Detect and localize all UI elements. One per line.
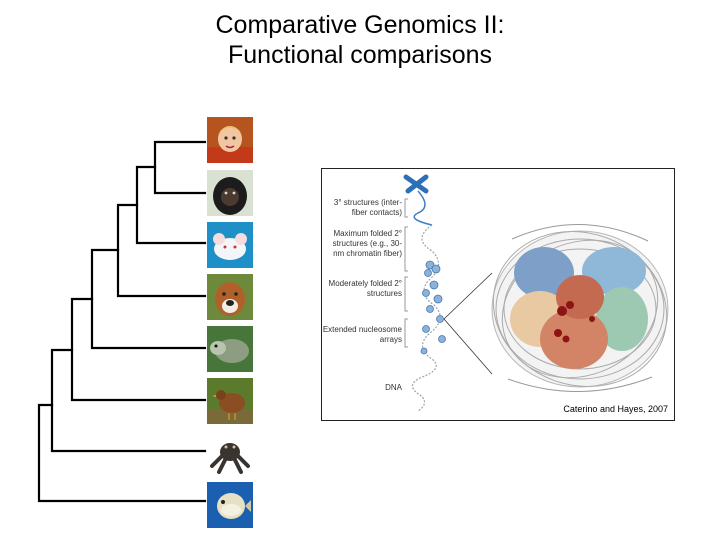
- branch-eutheria-opossum: [90, 248, 207, 350]
- label-tertiary-structures: 3° structures (inter-fiber contacts): [333, 198, 402, 217]
- opossum-photo-icon: [207, 326, 253, 372]
- nucleosome-structure: [491, 224, 669, 392]
- branch-human-chimp: [153, 140, 207, 195]
- chromosome-icon: [403, 174, 433, 226]
- slide-title: Comparative Genomics II: Functional comp…: [0, 10, 720, 70]
- title-line-1: Comparative Genomics II:: [215, 11, 505, 39]
- branch-tetrapods-fish: [37, 403, 207, 503]
- phylogenetic-tree: [37, 140, 207, 503]
- branch-rodents-dog: [116, 203, 207, 298]
- child-photo-icon: [207, 117, 253, 163]
- label-moderately-folded: Moderately folded 2° structures: [328, 279, 402, 298]
- nucleosome-beads: [420, 260, 446, 355]
- chicken-photo-icon: [207, 378, 253, 424]
- label-dna: DNA: [385, 383, 402, 392]
- label-maximum-folded: Maximum folded 2° structures (e.g., 30-n…: [332, 229, 402, 258]
- branch-amniotes-frog: [50, 348, 207, 453]
- dog-photo-icon: [207, 274, 253, 320]
- label-extended-arrays: Extended nucleosome arrays: [322, 325, 402, 344]
- chromatin-figure: 3° structures (inter-fiber contacts) Max…: [321, 168, 675, 421]
- pufferfish-photo-icon: [207, 482, 253, 528]
- title-line-2: Functional comparisons: [227, 41, 492, 69]
- figure-credit: Caterino and Hayes, 2007: [563, 404, 668, 414]
- mouse-photo-icon: [207, 222, 253, 268]
- branch-primates-mouse: [135, 165, 207, 245]
- chromatin-illustration: [403, 174, 669, 412]
- frog-photo-icon: [207, 430, 253, 476]
- chimpanzee-photo-icon: [207, 170, 253, 216]
